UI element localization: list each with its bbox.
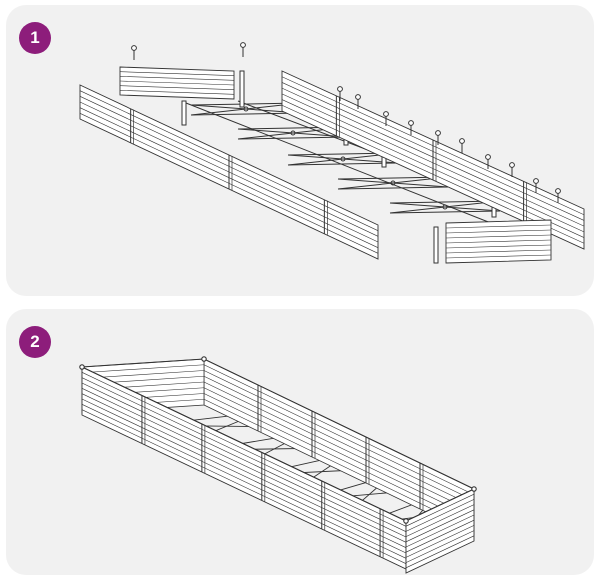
brace-bar — [287, 162, 399, 166]
step-1-panel: 1 — [6, 5, 594, 296]
front-panel-rib — [81, 409, 407, 564]
brace-bar — [337, 186, 449, 190]
end-panel-bottom-rib — [445, 249, 552, 254]
screw-head — [509, 162, 515, 168]
screws — [131, 42, 561, 203]
near-end-panel-rib — [405, 535, 475, 569]
front-panel-rib — [81, 398, 407, 554]
assembled-raised-bed-illustration — [79, 356, 477, 574]
brace-bar — [190, 112, 302, 116]
step-2-badge: 2 — [19, 326, 51, 358]
front-panel-rib — [81, 382, 407, 538]
screw-head — [533, 178, 539, 184]
screw-head — [555, 188, 561, 194]
screw-head — [459, 138, 465, 144]
corner-cap — [403, 518, 409, 524]
end-panel-bottom-rib — [445, 254, 552, 259]
corner-cap — [79, 364, 85, 370]
back-panel-rib — [203, 364, 475, 496]
near-end-panel-rib — [405, 519, 475, 553]
near-end-panel-rib — [405, 493, 475, 527]
brace-cross — [389, 200, 501, 214]
end-panel-top — [119, 66, 235, 100]
brace-bolt — [340, 156, 346, 162]
back-panel-rib — [203, 375, 475, 507]
brace-bolt — [290, 130, 296, 136]
back-panel-rib — [203, 398, 475, 530]
end-panel-bottom-rib — [445, 224, 552, 229]
post — [433, 226, 439, 264]
back-panel-rib — [203, 387, 475, 519]
step-2-panel: 2 — [6, 309, 594, 575]
screw-head — [383, 111, 389, 117]
near-end-panel-rib — [405, 514, 475, 548]
brace-bar — [389, 210, 501, 214]
screw-head — [337, 86, 343, 92]
end-panel-bottom-rib — [445, 244, 552, 249]
front-panel-rib — [81, 393, 407, 548]
near-end-panel-rib — [405, 499, 475, 532]
front-side-panel — [81, 366, 407, 570]
end-panel-top-rib — [119, 85, 235, 90]
corner-cap — [201, 356, 207, 362]
front-panel-rib — [81, 404, 407, 559]
near-end-panel-rib — [405, 530, 475, 563]
end-panel-top-rib — [119, 80, 235, 86]
exploded-raised-bed-illustration — [79, 42, 585, 264]
end-panel-top-rib — [119, 71, 235, 76]
brace-bolt — [442, 204, 448, 210]
brace-cross — [337, 176, 449, 190]
screw-head — [131, 45, 137, 51]
back-panel-rib — [203, 393, 475, 524]
front-panel-rib — [81, 388, 407, 543]
front-panel-rib — [81, 377, 407, 532]
near-end-panel-rib — [405, 509, 475, 543]
far-end-panel-rib — [81, 364, 205, 374]
long-side-panel-front — [79, 84, 379, 260]
corner-cap — [471, 486, 477, 492]
post — [181, 100, 187, 126]
brace-bar — [237, 136, 349, 140]
post — [239, 70, 245, 108]
end-panel-bottom — [445, 219, 552, 264]
near-end-panel-rib — [405, 525, 475, 558]
long-side-panel-back — [281, 70, 585, 250]
end-panel-bottom-rib — [445, 239, 552, 244]
brace-bolt — [390, 180, 396, 186]
step-1-badge: 1 — [19, 22, 51, 54]
end-panel-bottom-rib — [445, 234, 552, 239]
screw-head — [355, 94, 361, 100]
near-end-panel-rib — [405, 504, 475, 537]
screw-head — [485, 154, 491, 160]
front-panel-rib — [81, 372, 407, 527]
brace-bolt — [243, 106, 249, 112]
screw-head — [435, 130, 441, 136]
screw-head — [240, 42, 246, 48]
end-panel-bottom-rib — [445, 229, 552, 234]
top-rim — [79, 356, 477, 524]
end-panel-top-rib — [119, 90, 235, 95]
back-panel-rib — [203, 381, 475, 513]
screw-head — [408, 120, 414, 126]
end-panel-top-rib — [119, 76, 235, 81]
back-panel-rib — [203, 370, 475, 501]
